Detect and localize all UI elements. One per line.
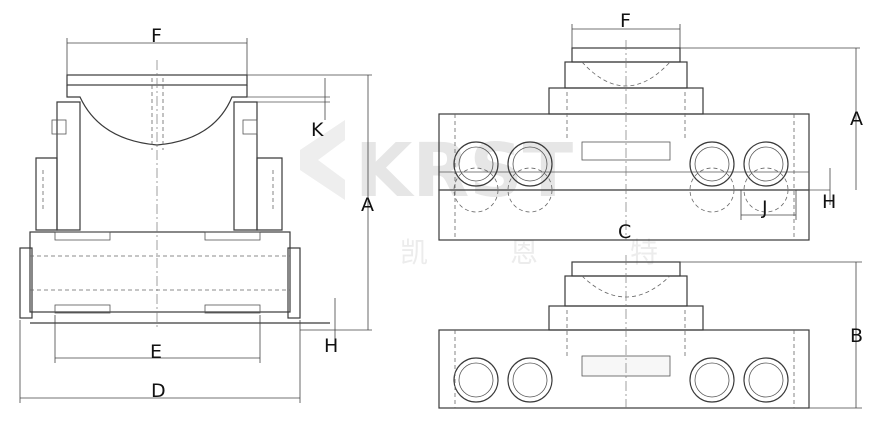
- rt-roller-1: [453, 141, 499, 187]
- rb-roller-3: [689, 357, 735, 403]
- label-rt-C: C: [618, 221, 631, 243]
- label-left-E: E: [150, 341, 162, 363]
- left-bracket-left: [56, 101, 81, 231]
- label-rt-J: J: [761, 197, 768, 219]
- rb-base: [438, 329, 810, 409]
- watermark-logo: KRST 凯 恩 特: [300, 120, 658, 269]
- label-rt-F: F: [620, 10, 631, 32]
- rt-roller-4: [743, 141, 789, 187]
- left-roller-body: [29, 231, 291, 313]
- watermark-cn-2: 恩: [510, 236, 538, 269]
- label-left-A: A: [361, 194, 374, 216]
- label-rb-B: B: [850, 325, 863, 347]
- left-view: [19, 60, 330, 330]
- right-top-dimensions: F A H J C: [571, 10, 863, 243]
- watermark-chevron-icon: [300, 120, 345, 200]
- rb-roller-2: [507, 357, 553, 403]
- watermark-cn-3: 特: [630, 236, 658, 269]
- left-arm-right: [256, 157, 283, 231]
- rt-roller-3: [689, 141, 735, 187]
- right-bottom-view: [438, 255, 810, 409]
- left-bracket-right: [233, 101, 258, 231]
- left-saddle: [66, 85, 248, 146]
- label-left-K: K: [311, 119, 324, 141]
- label-left-F: F: [151, 25, 162, 47]
- label-left-H: H: [324, 335, 338, 357]
- rb-roller-4: [743, 357, 789, 403]
- right-top-view: [438, 40, 830, 241]
- label-rt-A: A: [850, 108, 863, 130]
- label-rt-H: H: [822, 191, 836, 213]
- rb-roller-1: [453, 357, 499, 403]
- watermark-brand: KRST: [355, 128, 574, 214]
- watermark-cn-1: 凯: [400, 236, 428, 269]
- left-arm-left: [35, 157, 58, 231]
- rt-roller-2: [507, 141, 553, 187]
- label-left-D: D: [151, 380, 166, 402]
- rt-spring-slot: [581, 141, 671, 161]
- right-bottom-dimensions: B: [680, 261, 863, 409]
- left-dimensions: F K A H E D: [19, 25, 374, 403]
